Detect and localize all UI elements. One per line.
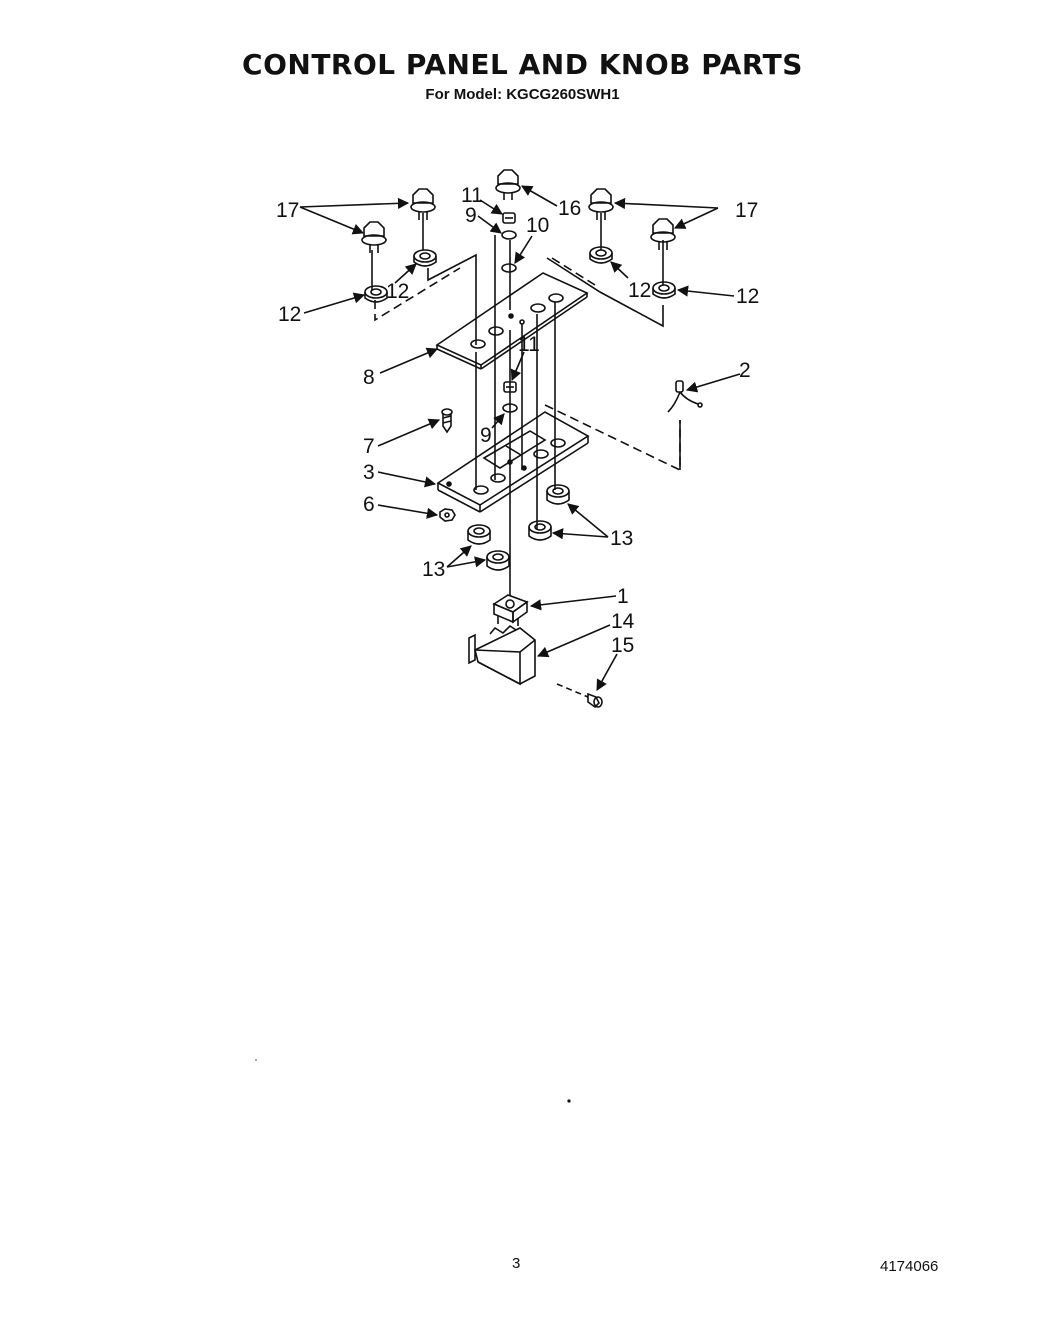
callout-10: 10 <box>526 214 549 237</box>
callout-7: 7 <box>363 435 375 458</box>
page-title: CONTROL PANEL AND KNOB PARTS <box>242 48 803 81</box>
knob-17-c <box>588 188 614 220</box>
knob-17-b <box>361 221 387 253</box>
leader-lines <box>299 185 741 691</box>
nut-13-d <box>486 550 510 571</box>
callout-17: 17 <box>276 199 299 222</box>
shield-14 <box>468 624 536 686</box>
callout-3: 3 <box>363 461 375 484</box>
screw-15 <box>556 683 603 709</box>
document-number: 4174066 <box>880 1258 939 1275</box>
nut-6 <box>439 508 456 522</box>
control-panel-upper <box>435 272 589 370</box>
callout-13: 13 <box>422 558 445 581</box>
bezel-12-d <box>652 281 676 299</box>
callout-13: 13 <box>610 527 633 550</box>
callout-12: 12 <box>736 285 759 308</box>
callout-11: 11 <box>518 333 540 356</box>
callout-17: 17 <box>735 199 758 222</box>
knob-16 <box>495 169 521 200</box>
callout-9: 9 <box>480 424 492 447</box>
clip-11-upper <box>502 212 516 224</box>
knob-17-a <box>410 188 436 220</box>
screw-7 <box>441 408 453 434</box>
speck <box>567 1099 571 1103</box>
callout-labels: 17 17 11 16 9 10 12 12 12 12 8 11 2 7 9 … <box>276 184 759 657</box>
wire-harness-2 <box>667 380 703 413</box>
nut-13-b <box>528 520 552 541</box>
bezel-12-a <box>364 285 388 303</box>
bezel-12-c <box>589 246 613 264</box>
callout-12: 12 <box>386 280 409 303</box>
callout-12: 12 <box>628 279 651 302</box>
knob-17-d <box>650 218 676 250</box>
washer-9-lower <box>502 403 518 413</box>
callout-15: 15 <box>611 634 634 657</box>
washer-10 <box>501 263 517 273</box>
callout-1: 1 <box>617 585 629 608</box>
nut-13-c <box>467 524 491 545</box>
callout-9: 9 <box>465 204 477 227</box>
callout-8: 8 <box>363 366 375 389</box>
callout-2: 2 <box>739 359 751 382</box>
callout-14: 14 <box>611 610 635 633</box>
model-subtitle: For Model: KGCG260SWH1 <box>425 86 620 103</box>
clip-11-lower <box>503 381 517 393</box>
bezel-12-b <box>413 249 437 267</box>
callout-12: 12 <box>278 303 301 326</box>
callout-11: 11 <box>461 184 483 207</box>
washer-9-upper <box>501 230 517 240</box>
nut-13-a <box>546 484 570 505</box>
callout-6: 6 <box>363 493 375 516</box>
switch-1 <box>492 578 529 626</box>
alignment-lines <box>371 213 664 578</box>
speck <box>255 1059 257 1061</box>
callout-16: 16 <box>558 197 581 220</box>
control-panel-lower <box>436 411 590 513</box>
page-number: 3 <box>512 1255 521 1272</box>
routing-lines <box>374 253 681 472</box>
